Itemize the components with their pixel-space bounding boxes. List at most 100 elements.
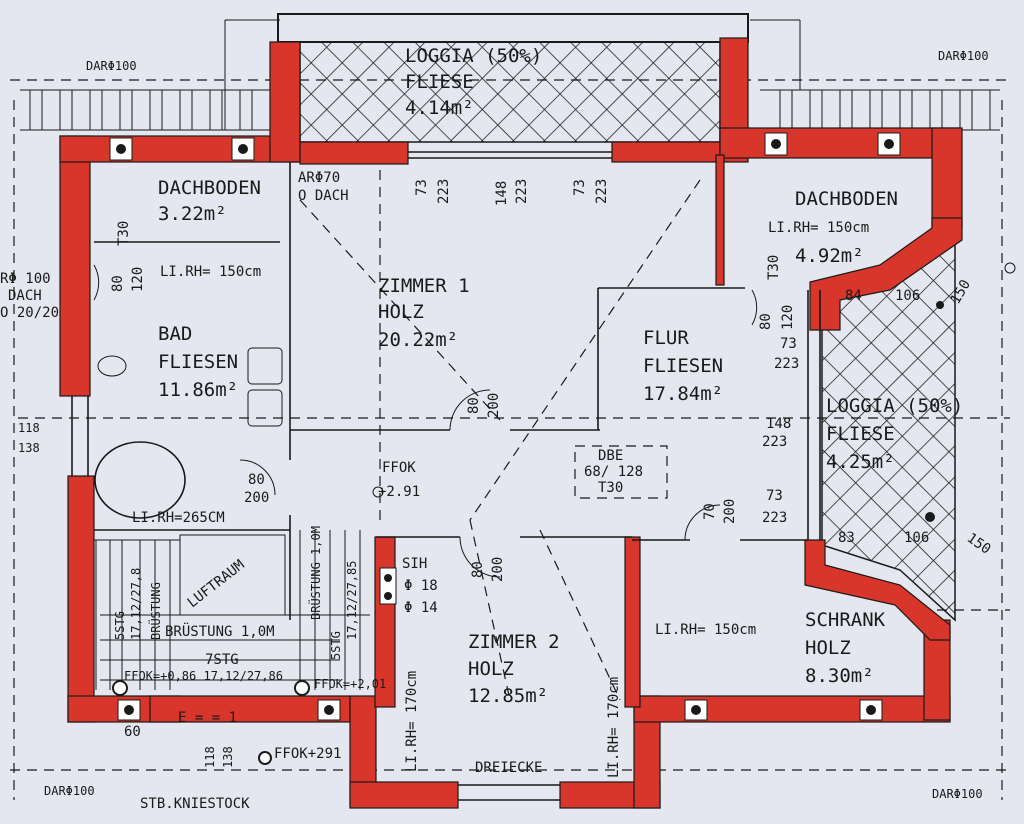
dbe-label: DBE: [598, 448, 623, 464]
dim-60: 60: [124, 724, 141, 740]
zimmer2-area: 12.85m²: [468, 685, 548, 707]
dachboden-right-area: 4.92m²: [795, 245, 864, 267]
win-73-1: 73: [414, 179, 430, 196]
door-70-schrank: 70: [702, 503, 718, 520]
brustung-vertical-2: BRÜSTUNG 1,0M: [307, 526, 323, 620]
loggia-top-name: LOGGIA (50%): [405, 45, 542, 67]
win-148: 148: [494, 181, 510, 206]
win-223-r: 223: [774, 356, 799, 372]
dim-118: 118: [18, 421, 40, 435]
door-200-schrank: 200: [722, 499, 738, 524]
dim-106: 106: [895, 288, 920, 304]
win-148-r: 148: [766, 416, 791, 432]
brustung-label: BRÜSTUNG 1,0M: [165, 622, 275, 640]
dim-83: 83: [838, 530, 855, 546]
zimmer2-name: ZIMMER 2: [468, 631, 560, 653]
win-73-r2: 73: [766, 488, 783, 504]
bad-height: LI.RH= 150cm: [160, 264, 261, 280]
li-rh-265: LI.RH=265CM: [132, 510, 225, 526]
win-223-r2: 223: [762, 434, 787, 450]
brustung-vertical: BRÜSTUNG: [147, 582, 163, 640]
annotations: DARΦ100 DARΦ100 DARΦ100 DARΦ100 ARΦ70 O …: [0, 49, 994, 812]
left-dach: RΦ 100: [0, 271, 51, 287]
dim-118b: 118: [203, 746, 217, 768]
bad-floor: FLIESEN: [158, 351, 238, 373]
stg-17: 17,12/27,8: [129, 568, 143, 640]
zimmer2-note: DREIECKE: [475, 760, 542, 776]
win-223-2: 223: [514, 179, 530, 204]
schrank-name: SCHRANK: [805, 609, 886, 631]
dar-bottom-left: DARΦ100: [44, 784, 95, 798]
t30-right: T30: [766, 255, 782, 280]
ffok-bottom: FFOK=+0,86 17,12/27,86: [124, 669, 283, 683]
dbe-dim: 68/ 128: [584, 464, 643, 480]
li-rh-170-left: LI.RH= 170cm: [404, 671, 420, 772]
door-80-bad: 80: [110, 275, 126, 292]
dim-138b: 138: [221, 746, 235, 768]
win-223-3: 223: [594, 179, 610, 204]
stg7-label: 7STG: [205, 652, 239, 668]
loggia-top-floor: FLIESE: [405, 71, 474, 93]
door-80-z2: 80: [470, 561, 486, 578]
dachboden-right-name: DACHBODEN: [795, 188, 898, 210]
partitions: [94, 162, 821, 690]
stg5-label: 5STG: [113, 611, 127, 640]
flur-floor: FLIESEN: [643, 355, 723, 377]
loggia-right-floor: FLIESE: [826, 423, 895, 445]
schrank-height: LI.RH= 150cm: [655, 622, 756, 638]
li-rh-170-right: LI.RH= 170cm: [606, 677, 622, 778]
room-labels: LOGGIA (50%) FLIESE 4.14m² DACHBODEN 3.2…: [158, 45, 963, 776]
stg5-label-2: 5STG: [329, 631, 343, 660]
schrank-floor: HOLZ: [805, 637, 851, 659]
stg-17b: 17,12/27,85: [345, 561, 359, 640]
dachboden-right-height: LI.RH= 150cm: [768, 220, 869, 236]
door-80-200-bad: 80: [248, 472, 265, 488]
dbe-t30: T30: [598, 480, 623, 496]
loggia-right-name: LOGGIA (50%): [826, 395, 963, 417]
t30-left: T30: [116, 221, 132, 246]
roof-outlets: [109, 132, 901, 721]
equals-mark: E = = 1: [178, 710, 237, 726]
door-120-bad: 120: [130, 267, 146, 292]
sih-label: SIH: [402, 556, 427, 572]
loggia-right-area: 4.25m²: [826, 451, 895, 473]
dar-bottom-right: DARΦ100: [932, 787, 983, 801]
dim-84: 84: [845, 288, 862, 304]
ffok-291c: FFOK+291: [274, 746, 341, 762]
ffok-value: +2.91: [378, 484, 420, 500]
loggia-top-rail: [277, 13, 749, 43]
zimmer1-floor: HOLZ: [378, 301, 424, 323]
left-dach-2: DACH: [8, 288, 42, 304]
flur-name: FLUR: [643, 327, 689, 349]
ar-dach: ARΦ70: [298, 170, 340, 186]
ffok-bottom-2: FFOK=+2,01: [314, 677, 386, 691]
dachboden-left-area: 3.22m²: [158, 203, 227, 225]
loggia-top-area: 4.14m²: [405, 97, 474, 119]
win-223-r3: 223: [762, 510, 787, 526]
flur-area: 17.84m²: [643, 383, 723, 405]
zimmer2-floor: HOLZ: [468, 658, 514, 680]
dar-top-left: DARΦ100: [86, 59, 137, 73]
bad-area: 11.86m²: [158, 379, 238, 401]
zimmer1-name: ZIMMER 1: [378, 275, 470, 297]
left-dach-3: O 20/20: [0, 305, 59, 321]
door-200-z2: 200: [490, 557, 506, 582]
win-73-2: 73: [572, 179, 588, 196]
door-200-bad: 200: [244, 490, 269, 506]
dim-138: 138: [18, 441, 40, 455]
sih-phi18: Φ 18: [404, 578, 438, 594]
dar-top-right: DARΦ100: [938, 49, 989, 63]
stb-kniestock: STB.KNIESTOCK: [140, 796, 250, 812]
bad-name: BAD: [158, 323, 192, 345]
door-120-dach: 120: [780, 305, 796, 330]
loggia-top-hatch: [299, 41, 721, 143]
fixtures: [93, 262, 1016, 765]
win-73-r: 73: [780, 336, 797, 352]
dachboden-left-name: DACHBODEN: [158, 177, 261, 199]
schrank-area: 8.30m²: [805, 665, 874, 687]
windows: [71, 151, 612, 801]
zimmer1-area: 20.22m²: [378, 329, 458, 351]
win-223-1: 223: [436, 179, 452, 204]
door-80-dach: 80: [758, 313, 774, 330]
